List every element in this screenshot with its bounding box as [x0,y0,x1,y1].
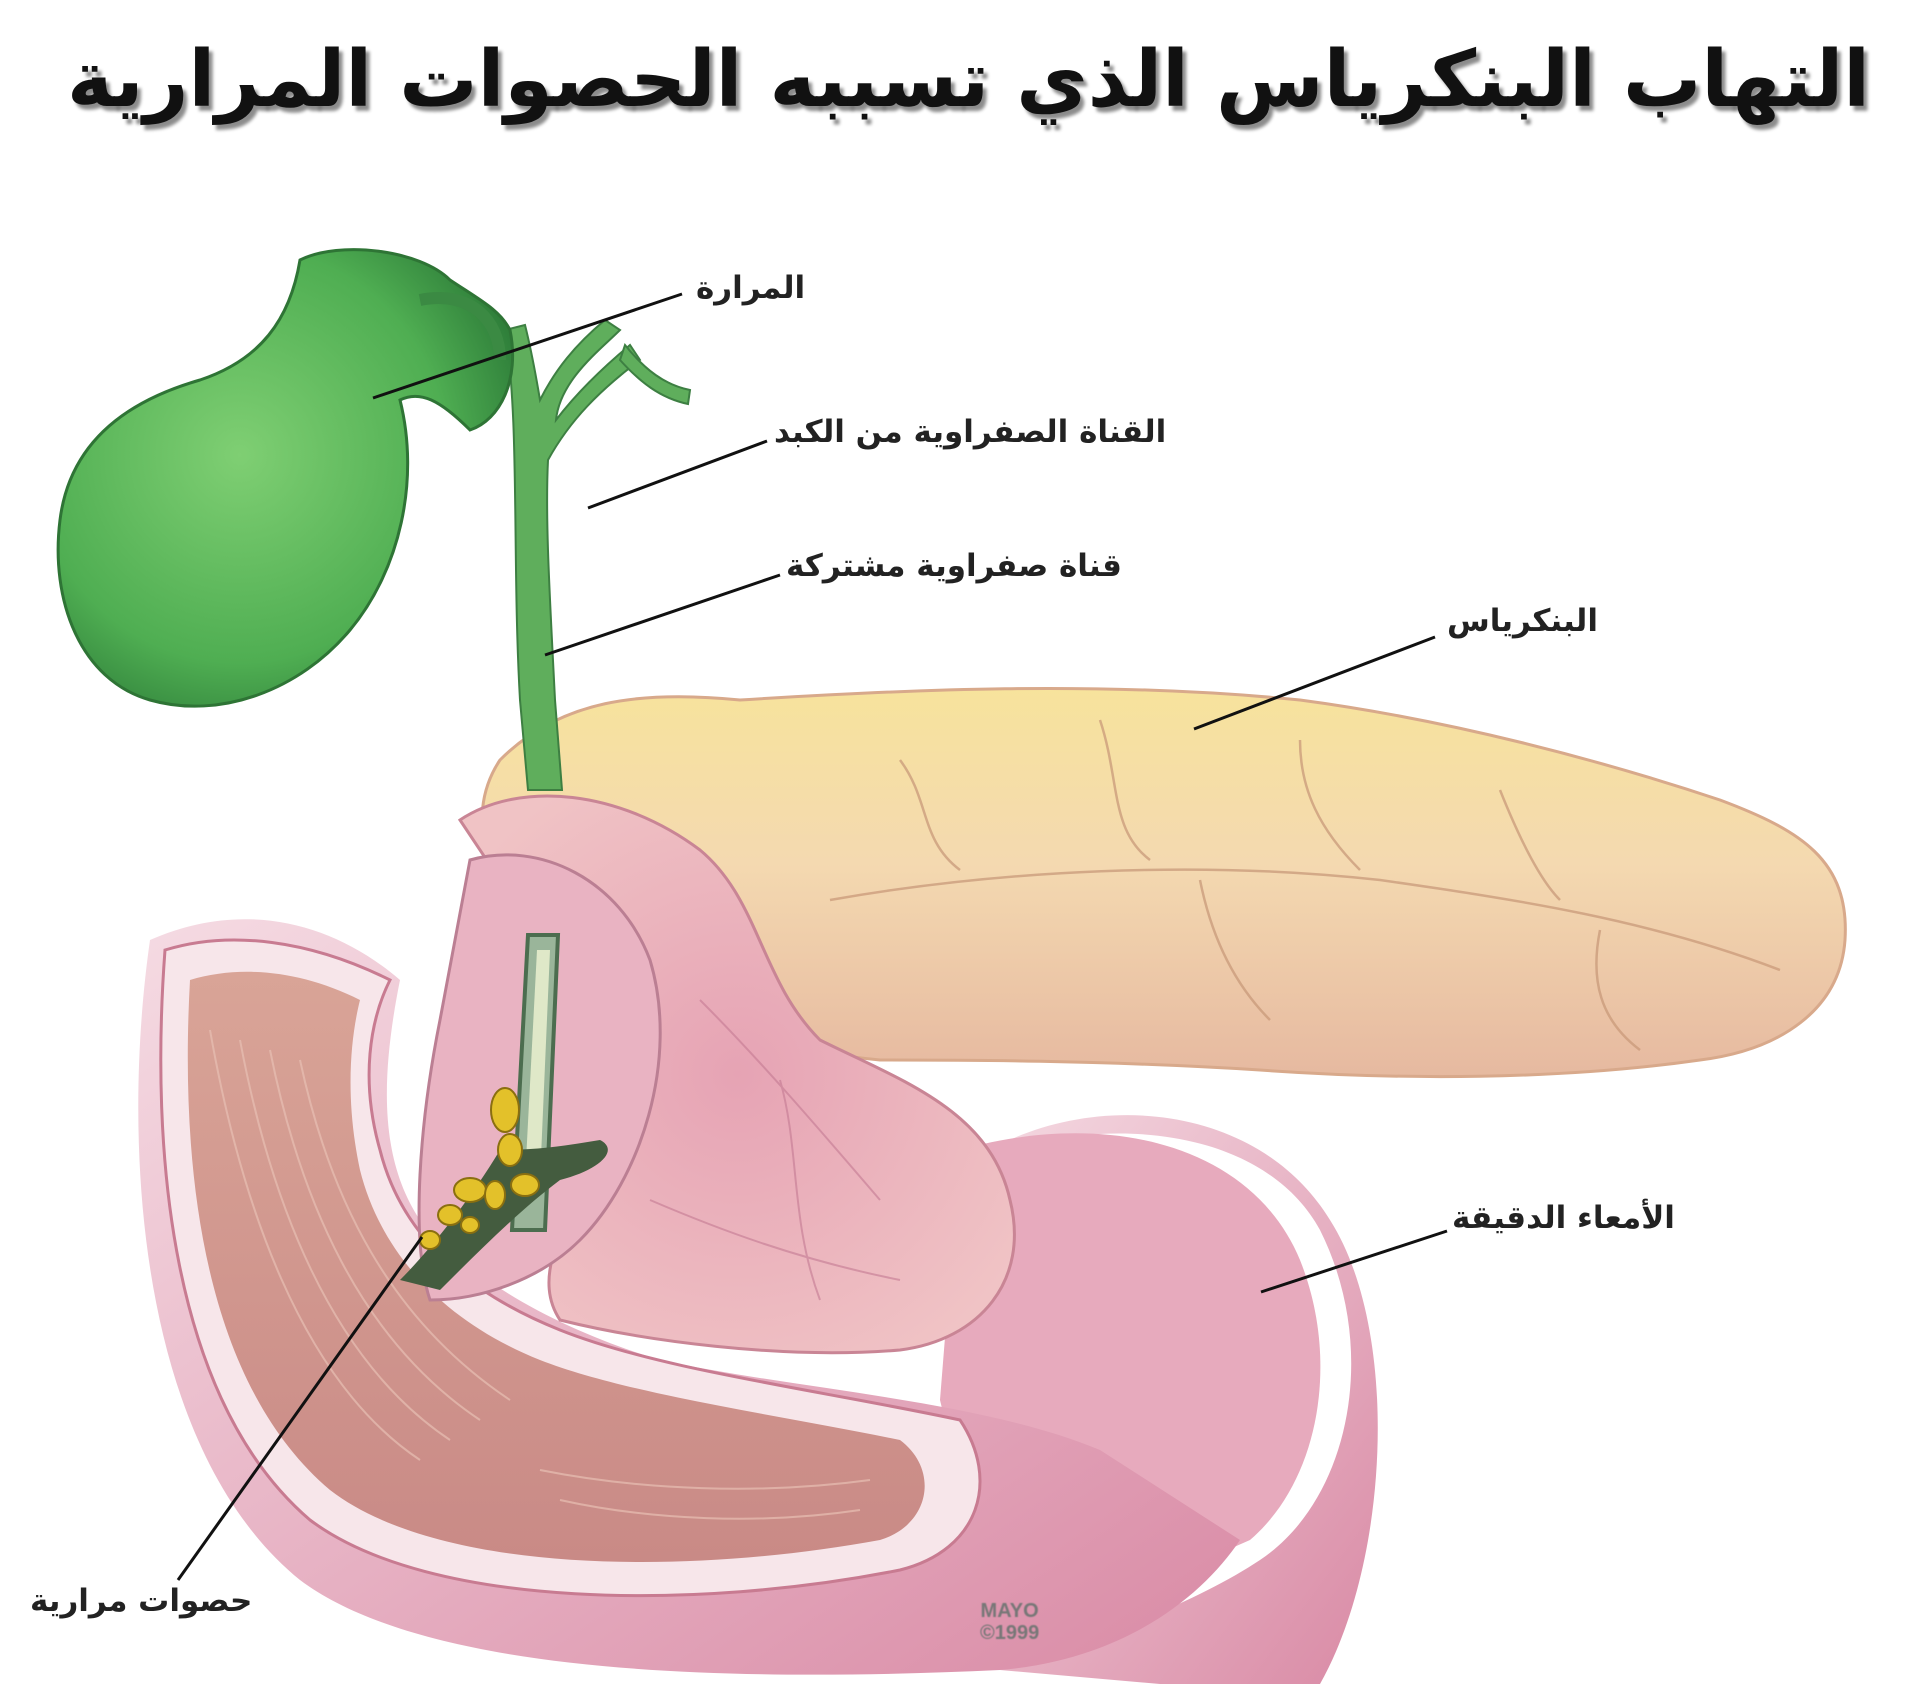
bile-ducts [503,318,692,791]
gallbladder [56,248,515,708]
credit-year: ©1999 [980,1622,1040,1644]
leader-lines [176,292,1448,1581]
copyright-credit: MAYO ©1999 [980,1600,1039,1644]
label-gallstones: حصوات مرارية [30,1583,253,1619]
diagram-title: التهاب البنكرياس الذي تسببه الحصوات المر… [67,35,1870,125]
gallstones [419,1087,540,1250]
label-pancreas: البنكرياس [1447,603,1598,639]
label-small-intestine: الأمعاء الدقيقة [1452,1200,1675,1236]
label-hepatic-duct: القناة الصفراوية من الكبد [774,414,1167,450]
duodenum [138,919,1240,1675]
credit-brand: MAYO [980,1600,1039,1622]
label-common-bile-duct: قناة صفراوية مشتركة [786,548,1122,584]
label-gallbladder: المرارة [696,270,806,306]
